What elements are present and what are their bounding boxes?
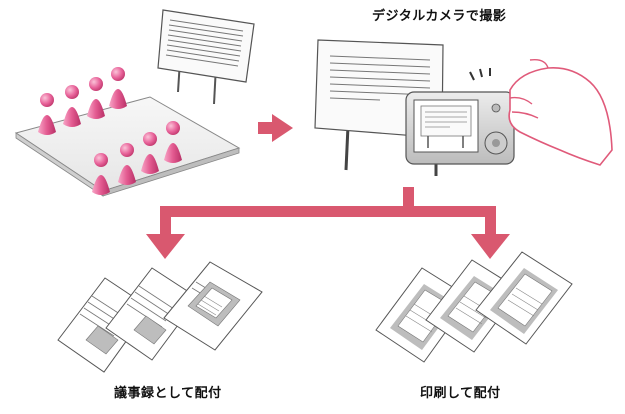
camera-caption: デジタルカメラで撮影 [372,9,507,24]
printed-document-1 [375,267,471,363]
document-stack-illustration [57,261,263,373]
camera-hand-illustration [314,39,613,176]
camera-icon [405,91,515,165]
meeting-table-illustration [14,9,255,197]
printed-stack-illustration [375,251,573,363]
minutes-document-3 [163,261,263,351]
hand-icon [508,58,613,166]
print-caption: 印刷して配付 [420,386,501,401]
minutes-caption: 議事録として配付 [114,386,222,401]
right-arrow-icon [258,114,293,142]
whiteboard-small [157,9,255,105]
printed-document-3 [475,251,573,345]
click-marks-icon [469,68,491,81]
branch-arrow-icon [146,187,510,259]
